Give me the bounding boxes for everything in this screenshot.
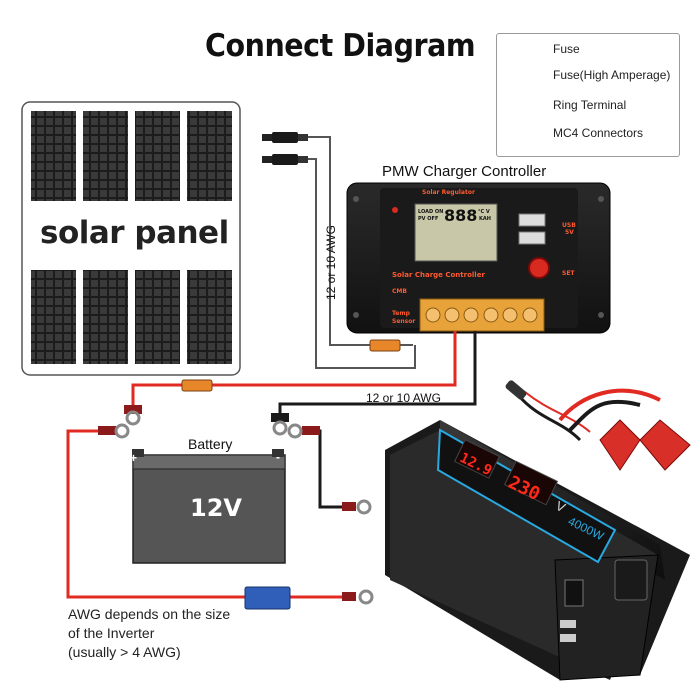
terminal-screw-icon <box>502 307 518 323</box>
charge-controller <box>346 182 611 334</box>
diagram-title: Connect Diagram <box>205 28 476 64</box>
ring-terminal-icon <box>124 405 142 426</box>
battery-lid <box>132 454 286 470</box>
controller-screw-icon <box>598 312 604 318</box>
ring-terminal-icon <box>287 423 320 439</box>
ring-terminal-icon <box>342 589 374 605</box>
controller-temp-label: Temp <box>392 310 410 317</box>
controller-usb-voltage: 5V <box>565 229 574 236</box>
battery-negative-wires <box>278 331 477 420</box>
usb-ports <box>518 213 546 245</box>
terminal-screw-icon <box>463 307 479 323</box>
terminal-screw-icon <box>483 307 499 323</box>
solar-cells-bottom <box>31 270 232 364</box>
power-switch[interactable] <box>564 579 584 607</box>
solar-panel-frame <box>21 101 241 376</box>
lcd-units: °C V <box>478 209 490 215</box>
controller-sensor-label: Sensor <box>392 318 416 325</box>
mc4-connector-icon <box>262 132 308 143</box>
set-button[interactable] <box>528 257 550 279</box>
solar-cells-top <box>31 111 232 201</box>
battery-minus-sign: - <box>276 450 280 464</box>
controller-code: CMB <box>392 288 407 295</box>
terminal-screws <box>425 307 538 323</box>
awg-note-line-2: of the Inverter <box>68 625 155 641</box>
cigarette-plug-cable-red <box>524 391 591 433</box>
controller-brand: Solar Regulator <box>422 189 475 196</box>
ac-outlet-icon <box>614 559 648 601</box>
cigarette-plug-cable <box>516 394 582 442</box>
controller-usb-label: USB <box>562 222 576 229</box>
inverter-accessories <box>505 380 691 471</box>
usb-port-icon <box>518 213 546 227</box>
clamp-cable-black <box>568 399 641 432</box>
lcd-digits: 888 <box>444 206 478 225</box>
ring-terminal-icon <box>98 423 130 439</box>
legend-label-ring-terminal: Ring Terminal <box>553 98 627 112</box>
legend-box: Fuse Fuse(High Amperage) Ring Terminal M… <box>496 33 680 157</box>
battery-plus-sign: + <box>130 451 138 465</box>
controller-title: PMW Charger Controller <box>382 163 547 180</box>
controller-screw-icon <box>353 196 359 202</box>
usb-port-icon <box>560 620 576 628</box>
lcd-units-2: KAH <box>479 216 491 222</box>
mc4-connector-icon <box>262 154 308 165</box>
ring-terminal-icon <box>342 499 372 515</box>
alligator-clamp-icon <box>639 419 691 471</box>
battery-positive-terminal <box>132 449 144 457</box>
high-amperage-fuse-icon <box>244 586 291 610</box>
awg-note-line-3: (usually > 4 AWG) <box>68 644 181 660</box>
status-led-icon <box>392 207 398 213</box>
cigarette-plug-icon <box>505 380 527 400</box>
battery-body <box>132 454 286 564</box>
fuse-icon <box>181 379 213 392</box>
legend-label-fuse: Fuse <box>553 42 580 56</box>
solar-panel-label: solar panel <box>40 215 229 251</box>
solar-panel <box>21 101 241 376</box>
legend-label-mc4-connectors: MC4 Connectors <box>553 126 644 140</box>
clamp-cable-red <box>558 388 661 422</box>
battery-positive-wires <box>131 331 457 412</box>
terminal-screw-icon <box>425 307 441 323</box>
display-right <box>503 460 559 506</box>
battery-negative-terminal <box>272 449 284 457</box>
lcd-screen <box>414 203 498 262</box>
wire-gauge-horizontal: 12 or 10 AWG <box>366 391 441 405</box>
controller-screw-icon <box>598 196 604 202</box>
display-left <box>453 439 501 479</box>
fuse-icon <box>369 339 401 352</box>
battery-voltage: 12V <box>190 494 242 522</box>
terminal-screw-icon <box>522 307 538 323</box>
battery-label: Battery <box>188 436 233 452</box>
usb-port-icon <box>560 634 576 642</box>
power-inverter <box>385 420 690 681</box>
controller-set-label[interactable]: SET <box>562 270 575 277</box>
awg-note-line-1: AWG depends on the size <box>68 606 231 622</box>
wire-gauge-vertical: 12 or 10 AWG <box>324 225 338 300</box>
ring-terminal-icon <box>271 413 289 436</box>
mc4-connectors <box>262 132 308 165</box>
battery <box>132 449 286 564</box>
controller-screw-icon <box>353 312 359 318</box>
terminal-screw-icon <box>444 307 460 323</box>
lcd-status-top: LOAD ON <box>418 209 444 215</box>
usb-port-icon <box>518 231 546 245</box>
lcd-status-bottom: PV OFF <box>418 216 439 222</box>
controller-model: Solar Charge Controller <box>392 271 485 279</box>
legend-label-high-amperage-fuse: Fuse(High Amperage) <box>553 68 671 82</box>
ring-terminals <box>98 405 374 605</box>
alligator-clamp-icon <box>599 419 641 471</box>
